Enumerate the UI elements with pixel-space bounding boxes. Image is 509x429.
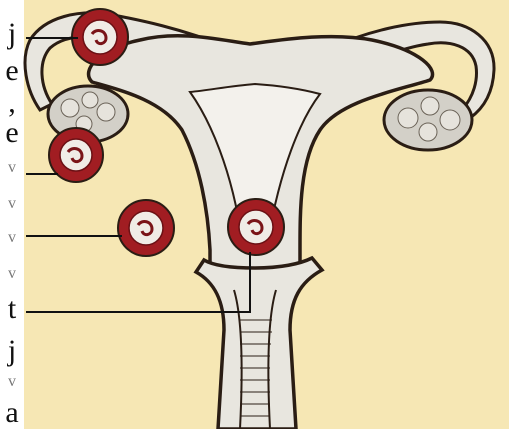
edge-letter-8: v [0, 266, 24, 282]
edge-letter-1: j [0, 19, 24, 49]
edge-letter-7: v [0, 230, 24, 246]
edge-letter-2: e [0, 56, 24, 86]
edge-letter-11: v [0, 374, 24, 390]
right-ovary [384, 90, 472, 150]
edge-letter-10: j [0, 336, 24, 366]
edge-letter-12: a [0, 398, 24, 428]
edge-letter-5: v [0, 160, 24, 176]
edge-letter-6: v [0, 196, 24, 212]
edge-letter-3: , [0, 88, 24, 118]
edge-letter-9: t [0, 294, 24, 324]
edge-letter-4: e [0, 118, 24, 148]
follicle-tube [72, 9, 128, 65]
follicle-uterus [228, 199, 284, 255]
follicle-free [118, 200, 174, 256]
